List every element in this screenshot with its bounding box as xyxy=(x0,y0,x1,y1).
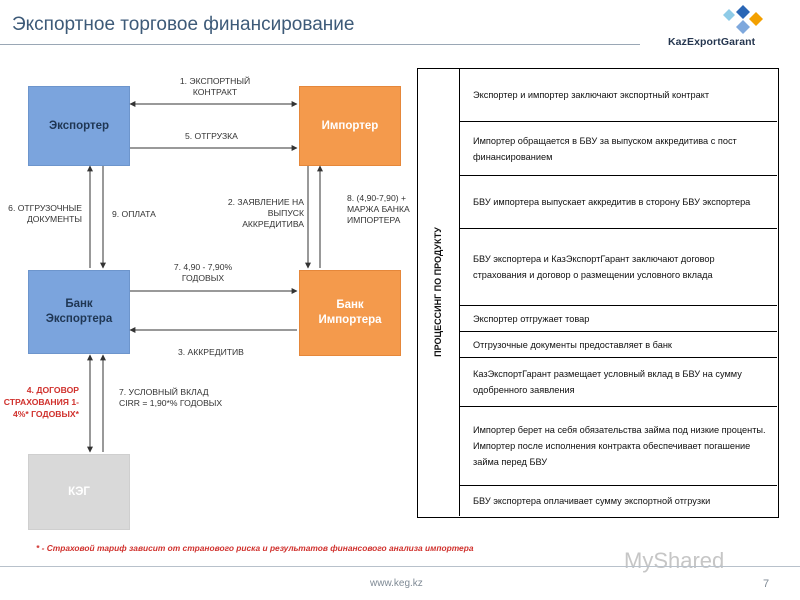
node-importer-bank: Банк Импортера xyxy=(299,270,401,356)
node-keg-label: КЭГ xyxy=(68,485,90,498)
processing-table xyxy=(417,68,779,518)
label-insurance-contract: 4. ДОГОВОР СТРАХОВАНИЯ 1-4%* ГОДОВЫХ* xyxy=(3,385,79,419)
node-exporter-bank-label: Банк Экспортера xyxy=(45,298,113,325)
footnote: * - Страховой тариф зависит от страновог… xyxy=(36,543,474,553)
footer-divider xyxy=(0,566,800,567)
label-lc-application: 2. ЗАЯВЛЕНИЕ НА ВЫПУСК АККРЕДИТИВА xyxy=(227,197,304,229)
label-interest-rate: 7. 4,90 - 7,90% ГОДОВЫХ xyxy=(173,262,233,283)
processing-step: БВУ импортера выпускает аккредитив в сто… xyxy=(459,176,777,229)
processing-heading: ПРОЦЕССИНГ ПО ПРОДУКТУ xyxy=(433,227,443,357)
processing-step: БВУ экспортера и КазЭкспортГарант заключ… xyxy=(459,229,777,306)
label-shipping-docs: 6. ОТГРУЗОЧНЫЕ ДОКУМЕНТЫ xyxy=(8,203,82,224)
processing-step: БВУ экспортера оплачивает сумму экспортн… xyxy=(473,496,711,506)
processing-step: Импортер берет на себя обязательства зай… xyxy=(459,407,777,486)
processing-step: КазЭкспортГарант размещает условный вкла… xyxy=(459,358,777,407)
node-exporter-label: Экспортер xyxy=(48,119,110,132)
processing-step: Экспортер и импортер заключают экспортны… xyxy=(459,69,777,122)
node-keg: КЭГ xyxy=(28,454,130,530)
watermark: MyShared xyxy=(624,548,725,573)
logo-mark xyxy=(723,5,763,34)
processing-step: Отгрузочные документы предоставляет в ба… xyxy=(459,332,777,358)
node-exporter: Экспортер xyxy=(28,86,130,166)
page-number: 7 xyxy=(763,578,770,590)
label-margin: 8. (4,90-7,90) + МАРЖА БАНКА ИМПОРТЕРА xyxy=(347,193,410,225)
processing-step: Экспортер отгружает товар xyxy=(459,306,777,332)
node-importer-bank-label: Банк Импортера xyxy=(318,299,382,326)
processing-heading-cell: ПРОЦЕССИНГ ПО ПРОДУКТУ xyxy=(417,68,460,516)
node-exporter-bank: Банк Экспортера xyxy=(28,270,130,354)
processing-step: Импортер обращается в БВУ за выпуском ак… xyxy=(459,122,777,176)
node-importer: Импортер xyxy=(299,86,401,166)
slide-title: Экспортное торговое финансирование xyxy=(12,14,355,35)
label-shipment: 5. ОТГРУЗКА xyxy=(185,131,238,141)
footer-url[interactable]: www.keg.kz xyxy=(370,578,423,589)
label-conditional-deposit: 7. УСЛОВНЫЙ ВКЛАД CIRR = 1,90*% ГОДОВЫХ xyxy=(119,387,223,408)
node-importer-label: Импортер xyxy=(321,119,379,132)
logo-text: KazExportGarant xyxy=(668,36,756,48)
label-letter-of-credit: 3. АККРЕДИТИВ xyxy=(178,347,244,357)
label-export-contract: 1. ЭКСПОРТНЫЙ КОНТРАКТ xyxy=(179,76,251,97)
label-payment: 9. ОПЛАТА xyxy=(112,209,156,219)
title-divider xyxy=(0,44,640,45)
